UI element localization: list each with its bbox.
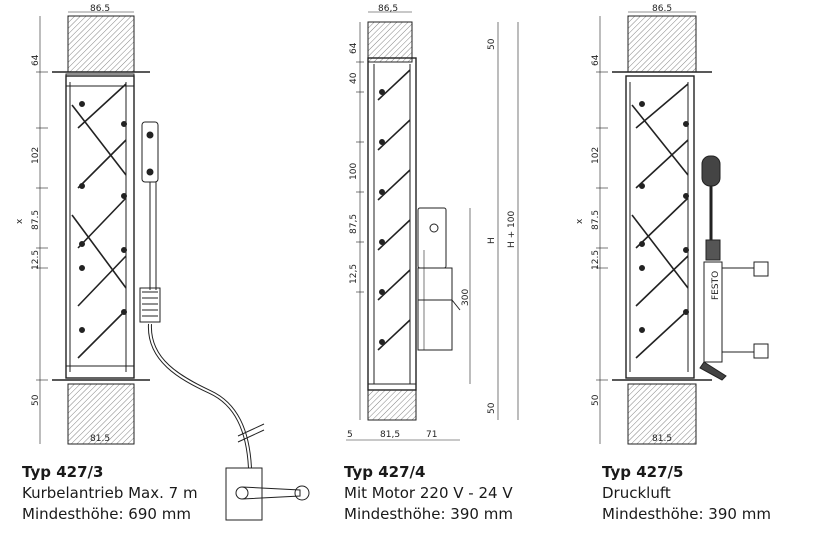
dim-d2-small: 12,5 [349,264,359,284]
caption-line: Mindesthöhe: 390 mm [344,505,513,523]
caption-title: Typ 427/3 [22,463,104,481]
dim-d2-bottom-right: 50 [487,402,497,414]
festo-label: FESTO [711,271,721,300]
dim-d2-h100: H + 100 [507,211,517,248]
dim-d2-top-height: 64 [349,42,359,54]
dim-d2-h: H [487,237,497,244]
dim-d2-top-width: 86,5 [378,4,398,14]
caption-line: Mit Motor 220 V - 24 V [344,484,513,502]
caption-line: Druckluft [602,484,671,502]
dim-d1-bottom: 50 [31,394,41,406]
dim-d1-overall: x [15,218,25,224]
dim-d2-motor-width: 71 [426,430,437,440]
dim-d3-spacing: 102 [591,147,601,164]
dim-d2-top-right: 50 [487,38,497,50]
diagram-427-5 [596,11,769,445]
dim-d1-top-height: 64 [31,54,41,66]
dim-d2-offset: 40 [349,72,359,84]
diagram-427-4 [346,11,519,441]
diagram-427-3 [36,11,310,521]
caption-427-5: Typ 427/5 Druckluft Mindesthöhe: 390 mm [602,462,771,525]
dim-d3-bottom-width: 81.5 [652,434,672,444]
caption-line: Kurbelantrieb Max. 7 m [22,484,198,502]
caption-title: Typ 427/5 [602,463,684,481]
dim-d2-bottom-left: 5 [347,430,353,440]
dim-d1-blade: 87.5 [31,210,41,230]
dim-d3-bottom: 50 [591,394,601,406]
dim-d3-top-height: 64 [591,54,601,66]
dim-d2-spacing: 100 [349,163,359,180]
dim-d1-small: 12.5 [31,250,41,270]
dim-d1-bottom-width: 81.5 [90,434,110,444]
caption-427-3: Typ 427/3 Kurbelantrieb Max. 7 m Mindest… [22,462,198,525]
dim-d3-top-width: 86.5 [652,4,672,14]
dim-d3-overall: x [575,218,585,224]
caption-line: Mindesthöhe: 390 mm [602,505,771,523]
dim-d3-blade: 87.5 [591,210,601,230]
dim-d3-small: 12.5 [591,250,601,270]
dim-d2-blade: 87,5 [349,214,359,234]
dim-d2-bottom-width: 81,5 [380,430,400,440]
dim-d1-top-width: 86.5 [90,4,110,14]
dim-d1-spacing: 102 [31,147,41,164]
caption-title: Typ 427/4 [344,463,426,481]
caption-line: Mindesthöhe: 690 mm [22,505,191,523]
caption-427-4: Typ 427/4 Mit Motor 220 V - 24 V Mindest… [344,462,513,525]
dim-d2-motor: 300 [461,289,471,306]
